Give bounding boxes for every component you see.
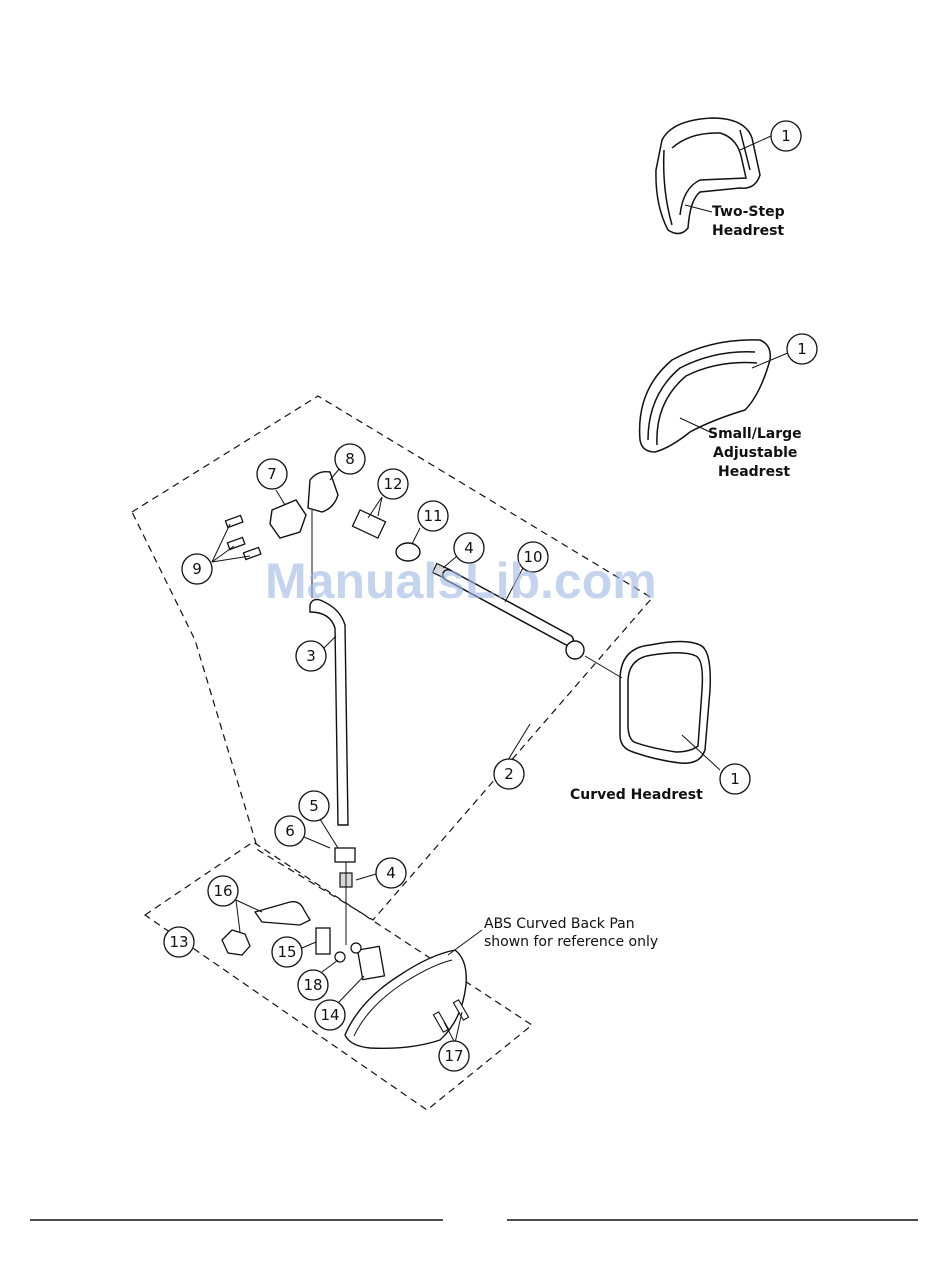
small-large-label-line1: Small/Large	[708, 426, 802, 442]
callout-number: 12	[383, 475, 402, 493]
callout-number: 7	[267, 465, 277, 483]
screws-9	[225, 515, 260, 559]
curved-headrest	[620, 642, 710, 764]
mounting-assembly-boundary	[145, 842, 532, 1110]
callout-number: 14	[320, 1006, 339, 1024]
clamp-15	[316, 928, 330, 954]
bolts-12	[353, 510, 386, 538]
callout-number: 18	[303, 976, 322, 994]
callout-number: 17	[444, 1047, 463, 1065]
block-5	[335, 848, 355, 862]
two-step-label-line2: Headrest	[712, 223, 784, 239]
callout-number: 4	[386, 864, 396, 882]
bracket-14	[358, 946, 385, 979]
clamp-plate-7	[270, 500, 306, 538]
callout-number: 13	[169, 933, 188, 951]
watermark: ManualsLib.com	[265, 553, 657, 609]
callout-number: 11	[423, 507, 442, 525]
leader-line	[448, 930, 482, 955]
callout-number: 15	[277, 943, 296, 961]
back-pan-label-line1: ABS Curved Back Pan	[484, 916, 635, 932]
callout-number: 3	[306, 647, 316, 665]
callout-number: 1	[730, 770, 740, 788]
handle-16	[255, 902, 310, 925]
clamp-body-8	[308, 472, 338, 512]
callout-number: 1	[781, 127, 791, 145]
small-large-label-line3: Headrest	[718, 464, 790, 480]
back-pan-label-line2: shown for reference only	[484, 934, 658, 950]
callout-number: 9	[192, 560, 202, 578]
callout-number: 8	[345, 450, 355, 468]
callout-number: 6	[285, 822, 295, 840]
axis-line	[585, 656, 622, 678]
callout-number: 5	[309, 797, 319, 815]
two-step-label-line1: Two-Step	[712, 204, 785, 220]
curved-headrest-label: Curved Headrest	[570, 787, 703, 803]
small-large-label-line2: Adjustable	[713, 445, 797, 461]
rod-ball	[566, 641, 584, 659]
callout-number: 16	[213, 882, 232, 900]
knob-16	[222, 930, 250, 955]
nut-18	[351, 943, 361, 953]
callout-number: 2	[504, 765, 514, 783]
callout-number: 1	[797, 340, 807, 358]
